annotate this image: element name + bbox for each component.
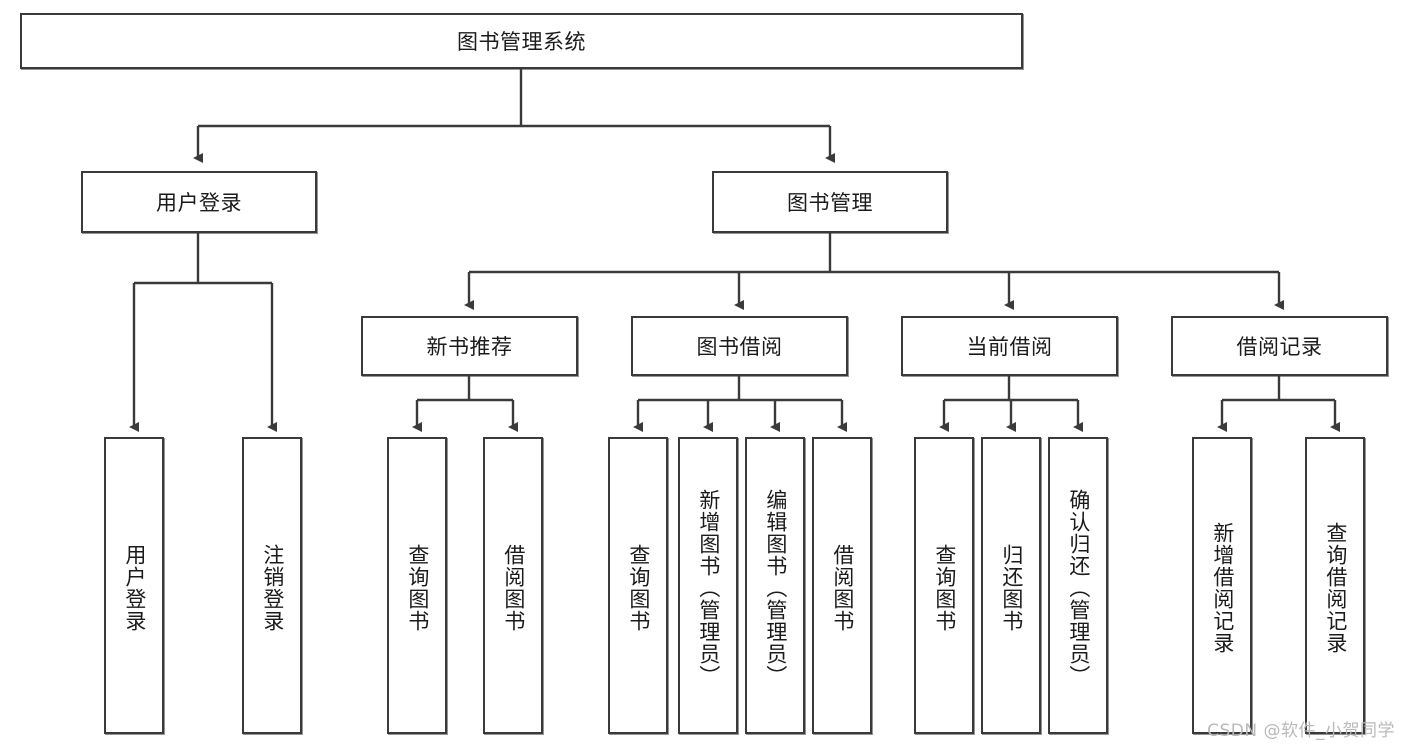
node-book-borrow[interactable]: 图书借阅 [631,316,848,376]
node-borrow-records[interactable]: 借阅记录 [1171,316,1388,376]
node-book-management-label: 图书管理 [787,191,873,215]
leaf-current-query-book[interactable]: 查询图书 [914,437,974,734]
leaf-records-query-record[interactable]: 查询借阅记录 [1305,437,1365,734]
node-new-book-recommend-label: 新书推荐 [426,335,513,359]
node-current-borrow[interactable]: 当前借阅 [901,316,1118,376]
leaf-current-return-book-label: 归还图书 [999,543,1024,632]
leaf-user-login[interactable]: 用户登录 [104,437,164,734]
leaf-borrow-lend-book-label: 借阅图书 [830,543,855,632]
leaf-recommend-query-book[interactable]: 查询图书 [387,437,447,734]
leaf-recommend-borrow-book-label: 借阅图书 [501,543,526,632]
leaf-user-login-label: 用户登录 [122,543,147,632]
node-root-label: 图书管理系统 [457,30,586,54]
node-current-borrow-label: 当前借阅 [966,335,1053,359]
leaf-user-logout-label: 注销登录 [260,543,285,632]
node-user-login-label: 用户登录 [156,191,242,215]
leaf-recommend-borrow-book[interactable]: 借阅图书 [483,437,543,734]
leaf-borrow-lend-book[interactable]: 借阅图书 [812,437,872,734]
leaf-borrow-query-book[interactable]: 查询图书 [608,437,668,734]
leaf-records-query-record-label: 查询借阅记录 [1323,521,1348,654]
leaf-borrow-edit-book[interactable]: 编辑图书（管理员） [745,437,805,734]
leaf-current-confirm-return-label: 确认归还（管理员） [1066,488,1091,687]
leaf-recommend-query-book-label: 查询图书 [405,543,430,632]
leaf-borrow-add-book-label: 新增图书（管理员） [696,488,721,687]
leaf-borrow-edit-book-label: 编辑图书（管理员） [763,488,788,687]
leaf-current-return-book[interactable]: 归还图书 [981,437,1041,734]
node-user-login[interactable]: 用户登录 [81,171,317,233]
watermark: CSDN @软件_小贺同学 [1207,721,1395,741]
leaf-borrow-add-book[interactable]: 新增图书（管理员） [678,437,738,734]
node-new-book-recommend[interactable]: 新书推荐 [361,316,578,376]
node-borrow-records-label: 借阅记录 [1236,335,1323,359]
leaf-current-query-book-label: 查询图书 [932,543,957,632]
leaf-borrow-query-book-label: 查询图书 [626,543,651,632]
leaf-user-logout[interactable]: 注销登录 [242,437,302,734]
node-root[interactable]: 图书管理系统 [20,13,1023,69]
leaf-current-confirm-return[interactable]: 确认归还（管理员） [1048,437,1108,734]
leaf-records-add-record-label: 新增借阅记录 [1210,521,1235,654]
leaf-records-add-record[interactable]: 新增借阅记录 [1192,437,1252,734]
node-book-borrow-label: 图书借阅 [696,335,783,359]
node-book-management[interactable]: 图书管理 [712,171,948,233]
